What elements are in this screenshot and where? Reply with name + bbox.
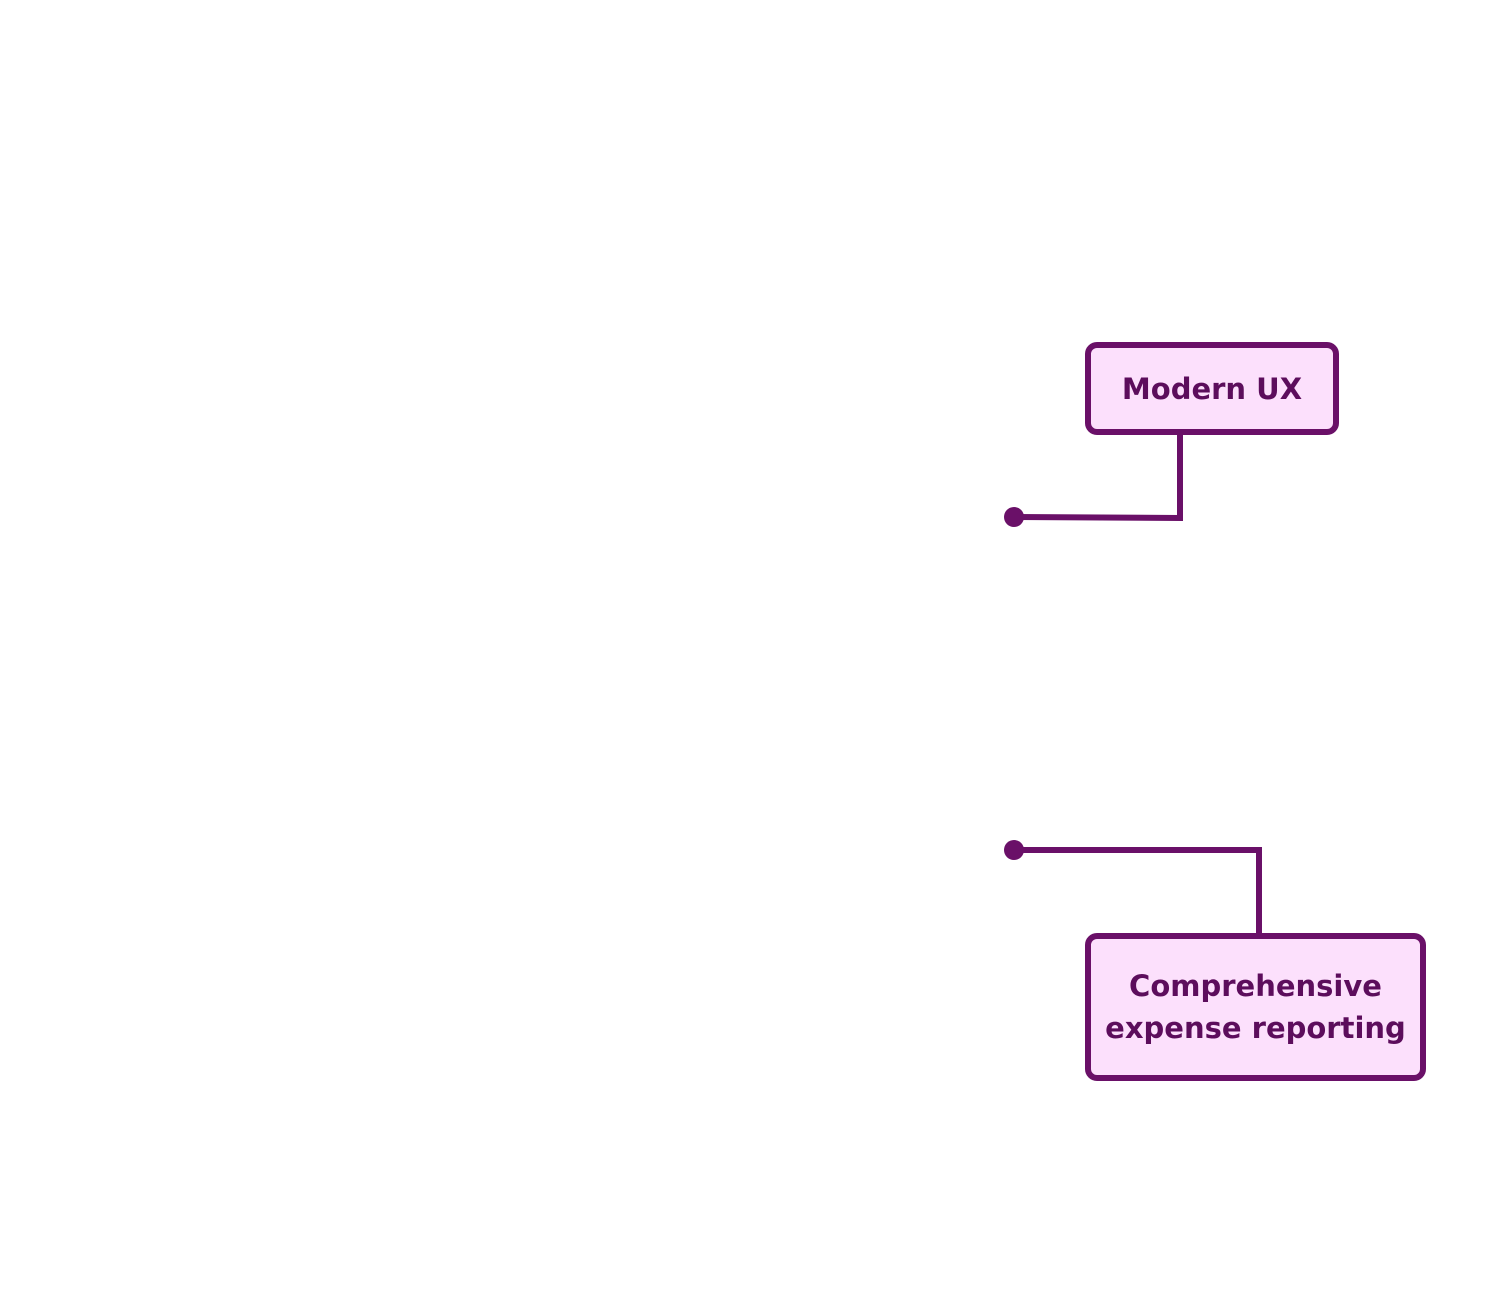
- anchor-dot-modern-ux: [1004, 507, 1024, 527]
- callout-box-modern-ux: Modern UX: [1085, 342, 1339, 435]
- callout-label-modern-ux: Modern UX: [1121, 371, 1303, 406]
- anchor-dot-expense-reporting: [1004, 840, 1024, 860]
- callout-box-expense-reporting: Comprehensive expense reporting: [1085, 933, 1426, 1081]
- connector-line-modern-ux: [1013, 432, 1183, 522]
- connector-line-expense-reporting: [1014, 847, 1262, 936]
- callout-label-expense-reporting: Comprehensive expense reporting: [1105, 969, 1406, 1045]
